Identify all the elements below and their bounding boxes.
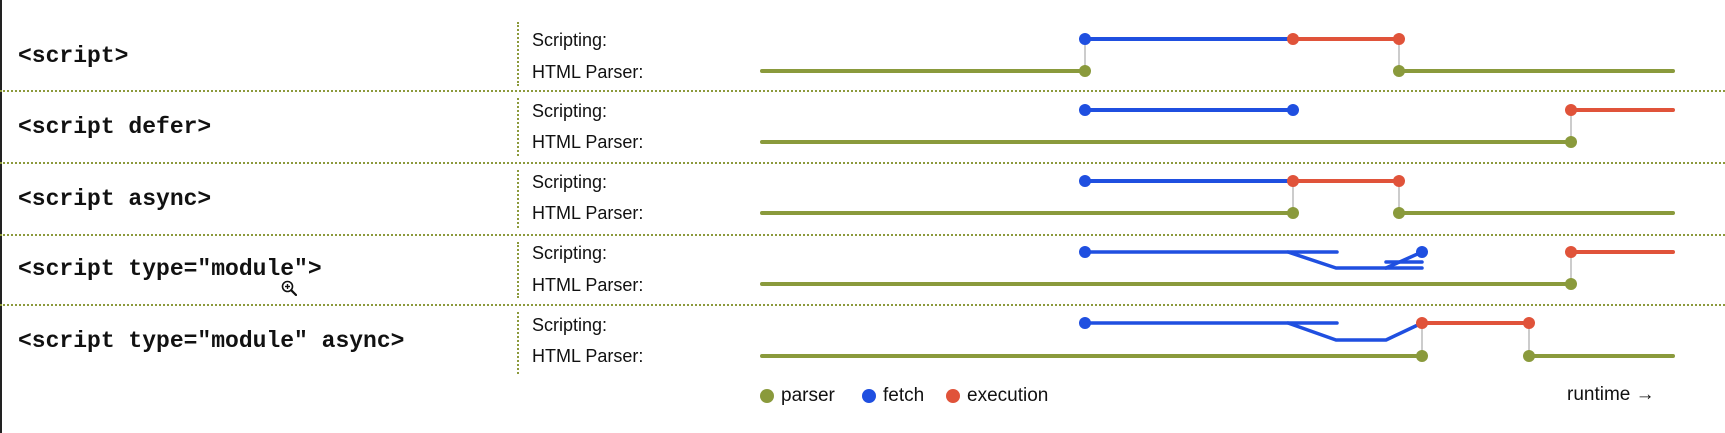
legend-execution-label: execution [967,385,1049,406]
fetch-dot [1079,175,1091,187]
fetch-dot-icon [862,389,876,403]
execution-dot-icon [946,389,960,403]
parser-label: HTML Parser: [532,275,644,295]
parser-dot [1079,65,1091,77]
parser-label: HTML Parser: [532,132,644,152]
row-separator [0,304,1725,306]
code-label-script-module-async: <script type="module" async> [18,328,405,354]
fetch-branch [1384,250,1424,270]
fetch-dot [1079,104,1091,116]
column-separator [517,242,519,298]
execution-dot [1523,317,1535,329]
execution-dot [1416,317,1428,329]
legend-execution: execution [946,385,1048,407]
window-edge [0,0,2,433]
fetch-dot [1287,104,1299,116]
parser-dot [1523,350,1535,362]
fetch-dot [1079,246,1091,258]
scripting-label: Scripting: [532,243,608,263]
legend-parser: parser [760,385,835,407]
execution-dot [1287,175,1299,187]
parser-label: HTML Parser: [532,203,644,223]
legend-fetch-label: fetch [883,385,925,406]
scripting-label: Scripting: [532,172,608,192]
parser-dot [1393,65,1405,77]
row-separator [0,90,1725,92]
scripting-label: Scripting: [532,101,608,121]
column-separator [517,22,519,86]
parser-dot [1565,278,1577,290]
parser-dot [1287,207,1299,219]
execution-dot [1393,33,1405,45]
scripting-label: Scripting: [532,315,608,335]
fetch-branch [1286,321,1424,342]
parser-dot [1393,207,1405,219]
parser-dot-icon [760,389,774,403]
row-separator [0,234,1725,236]
parser-label: HTML Parser: [532,346,644,366]
execution-dot [1565,246,1577,258]
runtime-label: runtime → [1567,384,1655,405]
fetch-dot [1079,317,1091,329]
execution-dot [1287,33,1299,45]
legend-fetch: fetch [862,385,924,407]
parser-dot [1565,136,1577,148]
fetch-branch [1286,250,1424,270]
code-label-script: <script> [18,43,129,69]
fetch-dot [1079,33,1091,45]
column-separator [517,98,519,156]
zoom-in-icon [281,280,297,296]
code-label-script-async: <script async> [18,186,212,212]
code-label-script-defer: <script defer> [18,114,212,140]
parser-label: HTML Parser: [532,62,644,82]
column-separator [517,170,519,228]
row-separator [0,162,1725,164]
scripting-label: Scripting: [532,30,608,50]
parser-dot [1416,350,1428,362]
execution-dot [1565,104,1577,116]
fetch-dot [1416,246,1428,258]
execution-dot [1393,175,1405,187]
legend-parser-label: parser [781,385,835,406]
code-label-script-module: <script type="module"> [18,256,322,282]
column-separator [517,312,519,374]
